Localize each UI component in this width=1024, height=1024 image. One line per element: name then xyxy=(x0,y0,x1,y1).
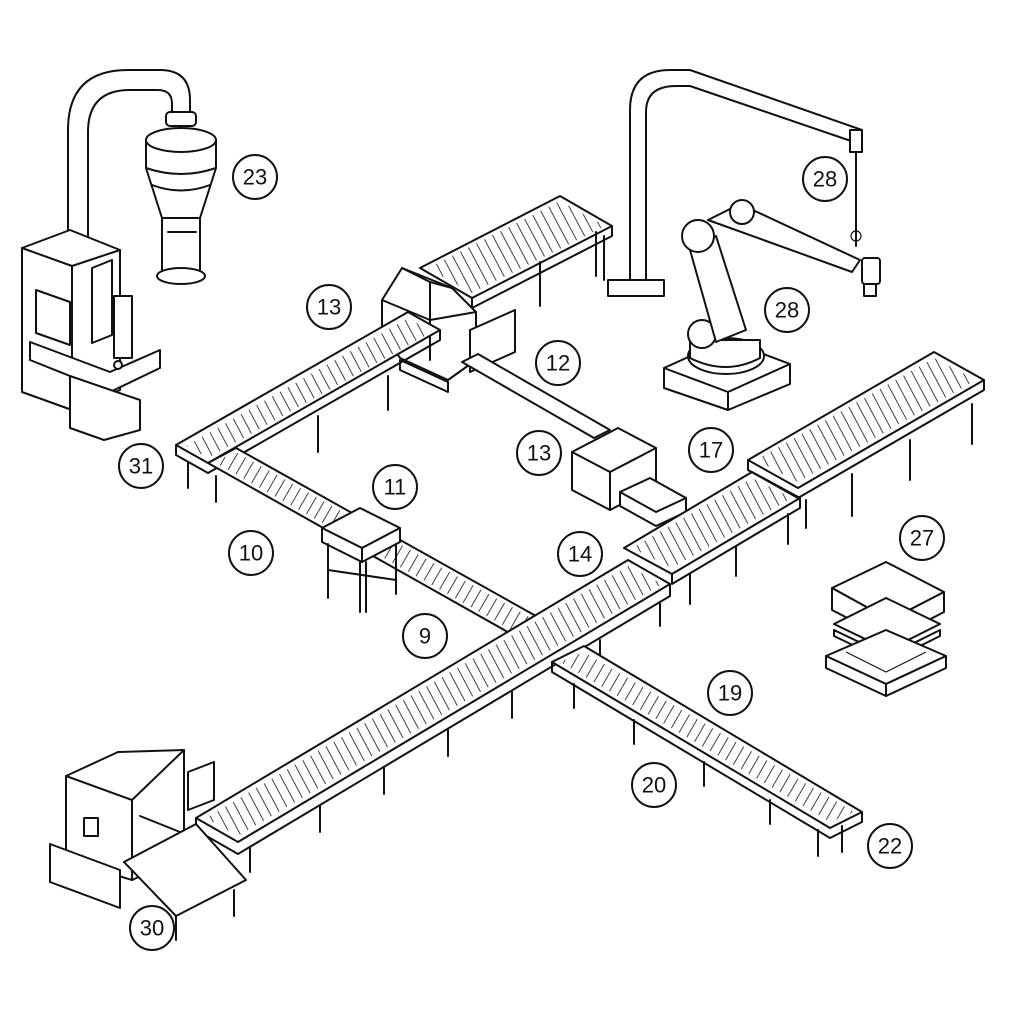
callout-30: 30 xyxy=(129,905,175,951)
svg-text:13: 13 xyxy=(527,441,551,466)
svg-text:13: 13 xyxy=(317,295,341,320)
callout-28-crane: 28 xyxy=(802,156,848,202)
svg-text:14: 14 xyxy=(568,542,592,567)
svg-text:31: 31 xyxy=(129,454,153,479)
transfer-conveyor-17 xyxy=(623,471,801,605)
svg-text:28: 28 xyxy=(813,167,837,192)
svg-text:10: 10 xyxy=(239,541,263,566)
dust-collector-cyclone xyxy=(67,69,217,285)
callout-12: 12 xyxy=(535,340,581,386)
callout-27: 27 xyxy=(899,515,945,561)
center-connector-conveyor xyxy=(461,353,687,527)
callout-9: 9 xyxy=(402,613,448,659)
right-roller-conveyor xyxy=(747,351,985,529)
callout-13-center: 13 xyxy=(516,430,562,476)
main-roller-conveyor xyxy=(195,559,671,873)
svg-text:30: 30 xyxy=(140,916,164,941)
callout-11: 11 xyxy=(372,464,418,510)
callout-10: 10 xyxy=(228,530,274,576)
callout-19: 19 xyxy=(707,670,753,716)
callout-13-top: 13 xyxy=(306,284,352,330)
callout-14: 14 xyxy=(557,531,603,577)
svg-text:22: 22 xyxy=(878,834,902,859)
svg-text:11: 11 xyxy=(384,475,407,500)
left-roller-conveyor xyxy=(175,311,441,503)
svg-text:20: 20 xyxy=(642,773,666,798)
callout-31: 31 xyxy=(118,443,164,489)
svg-text:9: 9 xyxy=(419,624,431,649)
svg-text:19: 19 xyxy=(718,681,742,706)
callout-22: 22 xyxy=(867,823,913,869)
press-machine xyxy=(21,229,161,441)
callout-23: 23 xyxy=(232,154,278,200)
robot-arm xyxy=(663,199,881,411)
svg-text:28: 28 xyxy=(775,298,799,323)
callout-17: 17 xyxy=(688,427,734,473)
callout-28-robot: 28 xyxy=(764,287,810,333)
pallet-stack xyxy=(825,561,947,697)
upper-roller-conveyor xyxy=(419,195,613,309)
svg-text:27: 27 xyxy=(910,526,934,551)
svg-text:23: 23 xyxy=(243,165,267,190)
svg-text:17: 17 xyxy=(699,438,723,463)
gantry-crane xyxy=(607,69,863,297)
svg-text:12: 12 xyxy=(546,351,570,376)
inspection-station-11 xyxy=(321,507,401,613)
wrapping-machine xyxy=(49,749,247,941)
callout-20: 20 xyxy=(631,762,677,808)
outfeed-conveyor xyxy=(551,645,863,857)
